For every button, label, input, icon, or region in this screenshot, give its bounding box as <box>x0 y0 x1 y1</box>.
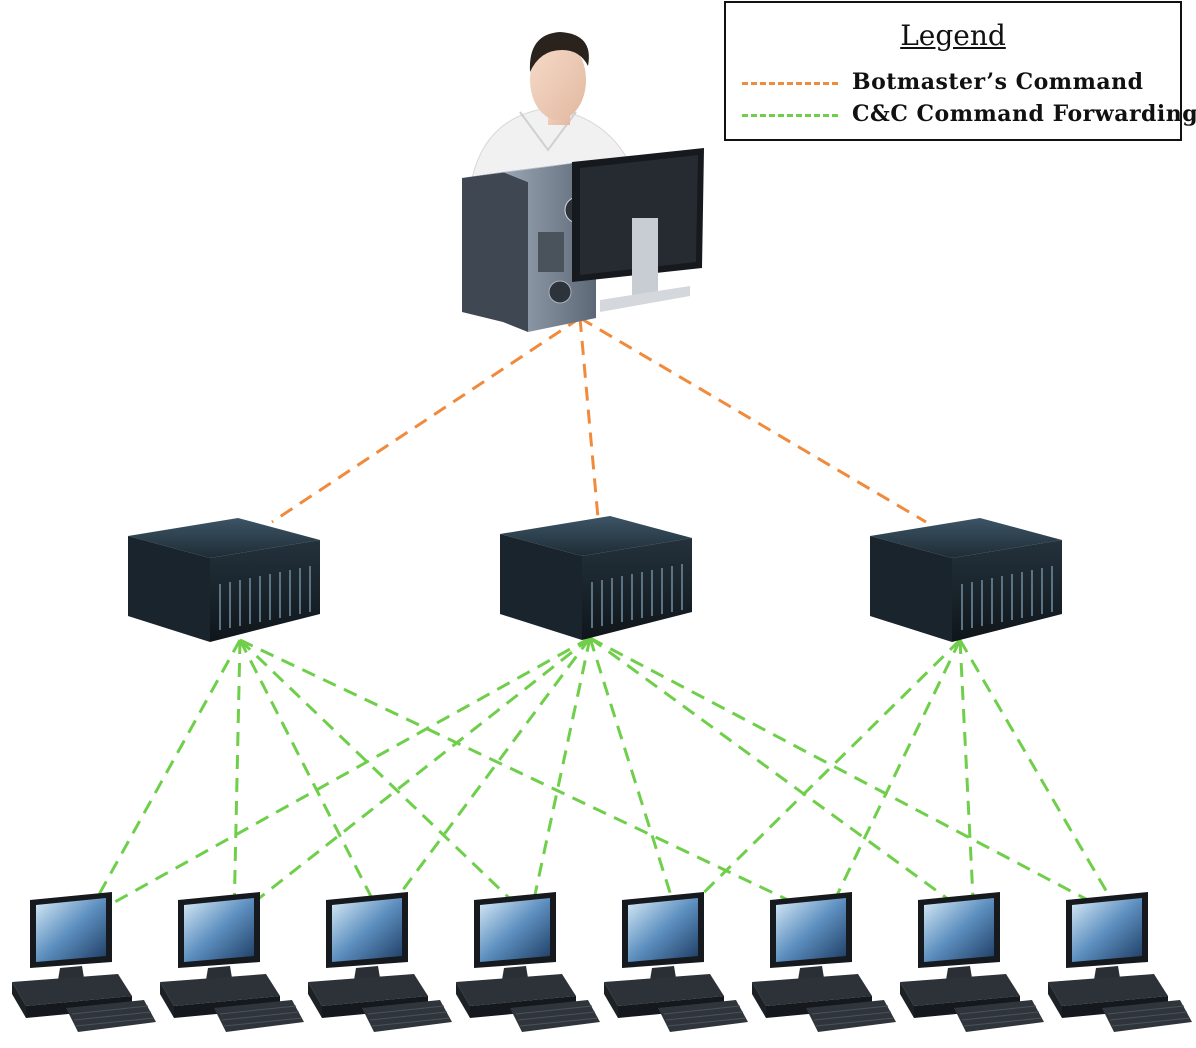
legend-label: Botmaster’s Command <box>852 69 1144 95</box>
bot-computer-icon <box>604 892 748 1032</box>
cc-forwarding-link <box>238 638 532 920</box>
bot-computer-icon <box>160 892 304 1032</box>
cc-forwarding-link <box>589 636 1123 920</box>
cc-forwarding-link <box>84 639 242 919</box>
legend-title: Legend <box>900 19 1006 52</box>
cc-forwarding-link <box>232 639 242 919</box>
bot-computer-icon <box>12 892 156 1032</box>
cc-forwarding-link <box>824 639 962 919</box>
green-dashed-line-icon <box>742 114 838 117</box>
cc-server-icon <box>128 518 320 642</box>
bot-computer-icon <box>752 892 896 1032</box>
bot-computer-icon <box>308 892 452 1032</box>
cc-forwarding-link <box>588 637 680 919</box>
legend-label: C&C Command Forwarding <box>852 101 1196 127</box>
bot-computer-icon <box>1048 892 1192 1032</box>
cc-forwarding-link <box>238 639 384 919</box>
cc-server-icon <box>500 516 692 640</box>
botmaster-person-with-computer-icon <box>462 32 704 332</box>
cc-forwarding-link <box>958 639 1124 919</box>
orange-dashed-line-icon <box>742 82 838 85</box>
cc-forwarding-link <box>589 636 975 920</box>
legend-box: Legend Botmaster’s Command C&C Command F… <box>724 1 1196 141</box>
bot-computer-icon <box>900 892 1044 1032</box>
cc-forwarding-link <box>239 638 827 920</box>
botmaster-command-link <box>579 316 927 524</box>
cc-forwarding-link <box>676 638 962 920</box>
cc-server-icon <box>870 518 1062 642</box>
botmaster-command-link <box>578 317 600 519</box>
cc-forwarding-link <box>528 637 592 919</box>
cc-forwarding-link <box>380 637 592 919</box>
botmaster-command-link <box>271 316 581 524</box>
cc-forwarding-link <box>85 636 591 920</box>
cc-forwarding-link <box>233 636 591 920</box>
bot-computer-icon <box>456 892 600 1032</box>
cc-forwarding-links <box>84 636 1124 920</box>
botmaster-command-links <box>271 316 927 524</box>
cc-forwarding-link <box>958 639 976 919</box>
